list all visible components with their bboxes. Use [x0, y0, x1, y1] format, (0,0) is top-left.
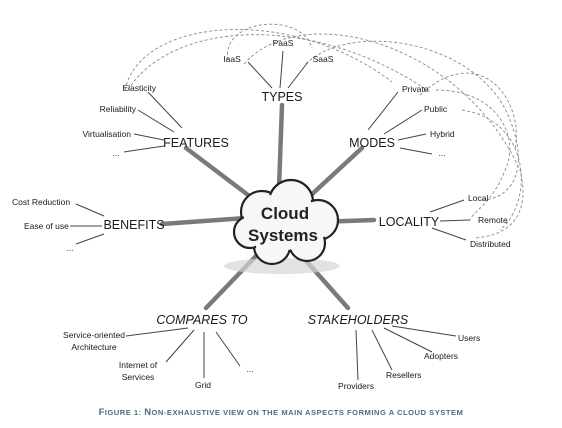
compares-item-iot-line2: Services	[122, 372, 155, 382]
compares-branch: COMPARES TO Service-oriented Architectur…	[63, 313, 253, 390]
center-label-line1: Cloud	[261, 204, 309, 223]
stakeholders-item-users: Users	[458, 333, 480, 343]
compares-item-soa-line1: Service-oriented	[63, 330, 125, 340]
benefits-branch: BENEFITS Cost Reduction Ease of use ...	[12, 197, 165, 253]
compares-item-more: ...	[246, 364, 253, 374]
types-item-iaas: IaaS	[223, 54, 241, 64]
features-item-elasticity: Elasticity	[122, 83, 156, 93]
stakeholders-item-providers: Providers	[338, 381, 374, 391]
stakeholders-label: STAKEHOLDERS	[308, 313, 409, 327]
stakeholders-item-resellers: Resellers	[386, 370, 421, 380]
modes-item-public: Public	[424, 104, 448, 114]
types-label: TYPES	[262, 90, 303, 104]
features-item-virtualisation: Virtualisation	[82, 129, 131, 139]
compares-item-soa-line2: Architecture	[71, 342, 117, 352]
features-item-reliability: Reliability	[100, 104, 137, 114]
features-item-more: ...	[112, 148, 119, 158]
stakeholders-item-adopters: Adopters	[424, 351, 458, 361]
benefits-label: BENEFITS	[103, 218, 164, 232]
compares-item-grid: Grid	[195, 380, 211, 390]
features-branch: FEATURES Elasticity Reliability Virtuali…	[82, 83, 228, 158]
caption-seg-big: N	[144, 407, 151, 418]
benefits-item-cost-reduction: Cost Reduction	[12, 197, 70, 207]
locality-label: LOCALITY	[379, 215, 440, 229]
modes-item-private: Private	[402, 84, 429, 94]
modes-branch: MODES Private Public Hybrid ...	[349, 84, 455, 158]
dashed-connector-arcs	[124, 23, 524, 239]
modes-label: MODES	[349, 136, 395, 150]
features-label: FEATURES	[163, 136, 229, 150]
locality-item-remote: Remote	[478, 215, 508, 225]
leaf-connectors	[70, 50, 471, 381]
benefits-item-more: ...	[66, 243, 73, 253]
types-item-paas: PaaS	[273, 38, 294, 48]
locality-item-local: Local	[468, 193, 488, 203]
types-item-saas: SaaS	[313, 54, 334, 64]
modes-item-hybrid: Hybrid	[430, 129, 455, 139]
compares-label: COMPARES TO	[156, 313, 247, 327]
center-label-line2: Systems	[248, 226, 318, 245]
locality-item-distributed: Distributed	[470, 239, 511, 249]
caption-seg-small: ON-EXHAUSTIVE VIEW ON THE MAIN ASPECTS F…	[151, 408, 463, 417]
caption-prefix-small: IGURE 1:	[105, 408, 145, 417]
center-cloud: Cloud Systems	[224, 178, 340, 274]
stakeholders-branch: STAKEHOLDERS Users Adopters Resellers Pr…	[308, 313, 480, 391]
locality-branch: LOCALITY Local Remote Distributed	[379, 193, 511, 249]
types-branch: TYPES PaaS IaaS SaaS	[223, 38, 333, 104]
compares-item-iot-line1: Internet of	[119, 360, 158, 370]
figure-caption: FIGURE 1: NON-EXHAUSTIVE VIEW ON THE MAI…	[99, 407, 464, 418]
benefits-item-ease-of-use: Ease of use	[24, 221, 69, 231]
caption-prefix-big: F	[99, 407, 105, 418]
modes-item-more: ...	[438, 148, 445, 158]
